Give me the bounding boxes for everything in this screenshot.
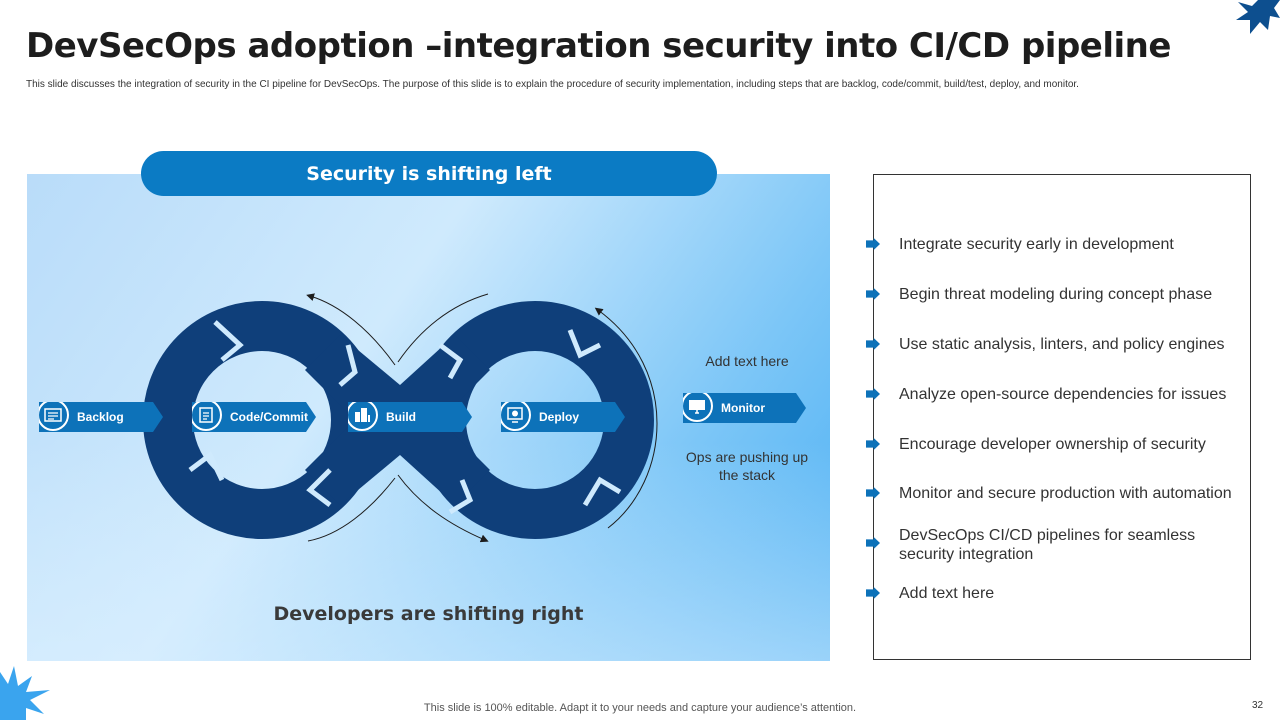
bullet-panel <box>873 174 1251 660</box>
security-shift-left-header: Security is shifting left <box>141 151 717 196</box>
step-deploy-label: Deploy <box>539 410 580 424</box>
starburst-bottom-left <box>0 666 50 720</box>
bullet-arrow-icon <box>866 238 880 250</box>
arrow-bottom-left <box>307 477 396 542</box>
backlog-icon <box>37 399 69 431</box>
side-text-bottom: Ops are pushing up the stack <box>685 449 809 483</box>
slide-title: DevSecOps adoption –integration security… <box>26 26 1171 66</box>
slide-subtitle: This slide discusses the integration of … <box>26 79 1079 90</box>
developers-shift-right-label: Developers are shifting right <box>273 603 584 625</box>
bullet-arrow-icon <box>866 388 880 400</box>
step-backlog-label: Backlog <box>77 410 124 424</box>
build-icon <box>346 399 378 431</box>
step-backlog: Backlog <box>39 402 163 432</box>
bullet-arrow-icon <box>866 288 880 300</box>
loop-segment-gaps <box>188 320 622 515</box>
starburst-top-right <box>1236 0 1280 34</box>
deploy-icon <box>499 399 531 431</box>
arrow-top-left <box>306 293 396 366</box>
bullet-arrow-icon <box>866 537 880 549</box>
arrow-bottom-center <box>397 474 489 543</box>
bullet-arrow-icon <box>866 338 880 350</box>
step-build-label: Build <box>386 410 416 424</box>
step-deploy: Deploy <box>501 402 625 432</box>
side-text-top: Add text here <box>705 353 789 369</box>
step-code-commit-label: Code/Commit <box>230 410 308 424</box>
step-monitor: Monitor <box>683 393 806 423</box>
bullet-arrow-icon <box>866 438 880 450</box>
monitor-icon <box>681 390 713 422</box>
slide-footer: This slide is 100% editable. Adapt it to… <box>423 702 857 714</box>
page-number: 32 <box>1252 700 1264 711</box>
bullet-arrow-icon <box>866 487 880 499</box>
step-code-commit: Code/Commit <box>192 402 316 432</box>
arrow-right-arc <box>594 307 658 529</box>
arrow-top-center <box>397 293 489 363</box>
step-monitor-label: Monitor <box>721 401 765 415</box>
step-build: Build <box>348 402 472 432</box>
code-commit-icon <box>190 399 222 431</box>
bullet-arrow-icon <box>866 587 880 599</box>
